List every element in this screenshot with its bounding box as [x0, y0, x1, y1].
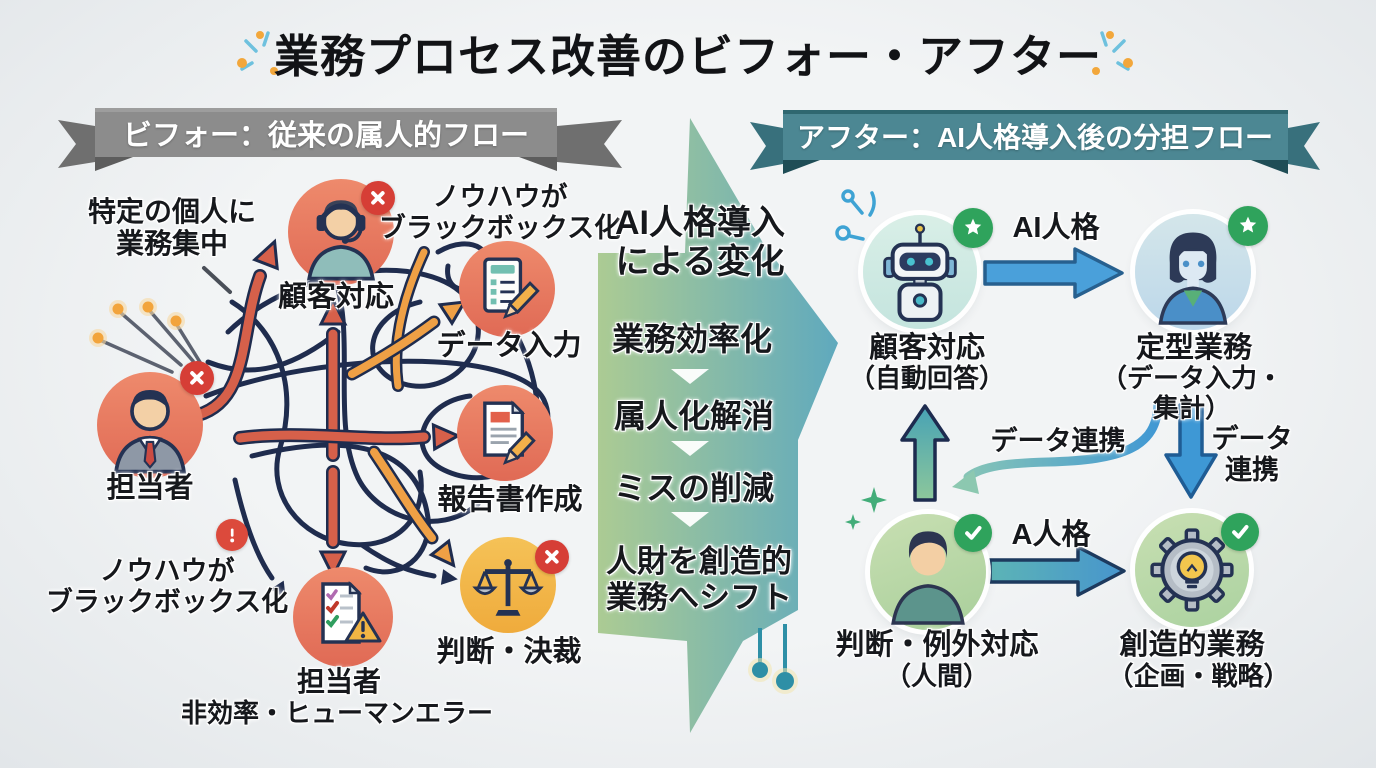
- label-decision: 判断・決裁: [436, 636, 582, 668]
- label-data-entry: データ入力: [436, 330, 582, 362]
- report-icon: [457, 385, 553, 481]
- error-badge-person: [180, 361, 214, 395]
- circuit-sparkle-icon: [835, 189, 876, 241]
- label-man: 判断・例外対応: [835, 629, 1039, 661]
- data-entry-icon: [459, 241, 555, 337]
- after-ribbon: [750, 110, 1320, 174]
- ai-persona-arrow: [983, 247, 1124, 299]
- scales-icon: [460, 537, 556, 633]
- check-badge-man: [954, 514, 992, 552]
- escalation-up-arrow: [900, 404, 950, 502]
- label-person: 担当者: [106, 472, 194, 504]
- label-checklist-sub: 非効率・ヒューマンエラー: [180, 698, 494, 728]
- star-badge-robot: [953, 208, 993, 248]
- warning-badge: [216, 519, 248, 551]
- a-persona-arrow: [988, 545, 1126, 597]
- checklist-warning-icon: [293, 567, 393, 667]
- title-sparkle-left: [237, 31, 278, 75]
- center-item-4: 人財を創造的 業務へシフト: [606, 544, 792, 615]
- label-robot: 顧客対応: [868, 332, 986, 364]
- after-ribbon-label: アフター：AI人格導入後の分担フロー: [796, 122, 1274, 153]
- label-checklist: 担当者: [296, 666, 382, 697]
- label-data-link-right: データ 連携: [1211, 424, 1293, 486]
- data-link-curved-arrow: [952, 397, 1163, 494]
- note-pointer-line: [202, 266, 232, 294]
- center-arrow: [598, 118, 838, 733]
- error-badge-customer: [361, 181, 395, 215]
- label-ai-persona: AI人格: [1012, 212, 1100, 244]
- check-badge-creative: [1221, 513, 1259, 551]
- label-creative: 創造的業務: [1119, 629, 1265, 661]
- label-man-sub: （人間）: [884, 661, 990, 691]
- label-data-link-mid: データ連携: [990, 426, 1126, 456]
- label-a-persona: A人格: [1011, 519, 1091, 551]
- stress-marks: [89, 298, 205, 374]
- tangle-thin-arrows: [232, 477, 458, 599]
- error-badge-decision: [535, 540, 569, 574]
- label-creative-sub: （企画・戦略）: [1107, 661, 1290, 691]
- before-ribbon: [58, 108, 622, 171]
- note-blackbox-bottom: ノウハウが ブラックボックス化: [45, 556, 289, 618]
- before-ribbon-label: ビフォー：従来の属人的フロー: [122, 120, 530, 152]
- label-robot-sub: （自動回答）: [848, 363, 1006, 393]
- note-blackbox-top: ノウハウが ブラックボックス化: [378, 182, 622, 244]
- label-customer: 顧客対応: [277, 281, 395, 313]
- label-woman: 定型業務: [1135, 332, 1253, 364]
- label-woman-sub: （データ入力・集計）: [1100, 363, 1283, 423]
- center-item-3: ミスの削減: [613, 470, 775, 506]
- sparkle-icon: [845, 487, 887, 530]
- star-badge-woman: [1228, 206, 1268, 246]
- center-heading: AI人格導入 による変化: [615, 204, 785, 282]
- center-item-2: 属人化解消: [613, 398, 775, 434]
- note-concentration: 特定の個人に 業務集中: [87, 196, 257, 260]
- red-arrows: [191, 238, 462, 580]
- data-link-down-arrow: [1164, 403, 1218, 499]
- title-sparkle-right: [1092, 31, 1133, 75]
- orange-arrows: [345, 246, 468, 568]
- center-item-1: 業務効率化: [611, 321, 773, 357]
- page-title: 業務プロセス改善のビフォー・アフター: [273, 31, 1103, 82]
- label-report: 報告書作成: [437, 484, 583, 516]
